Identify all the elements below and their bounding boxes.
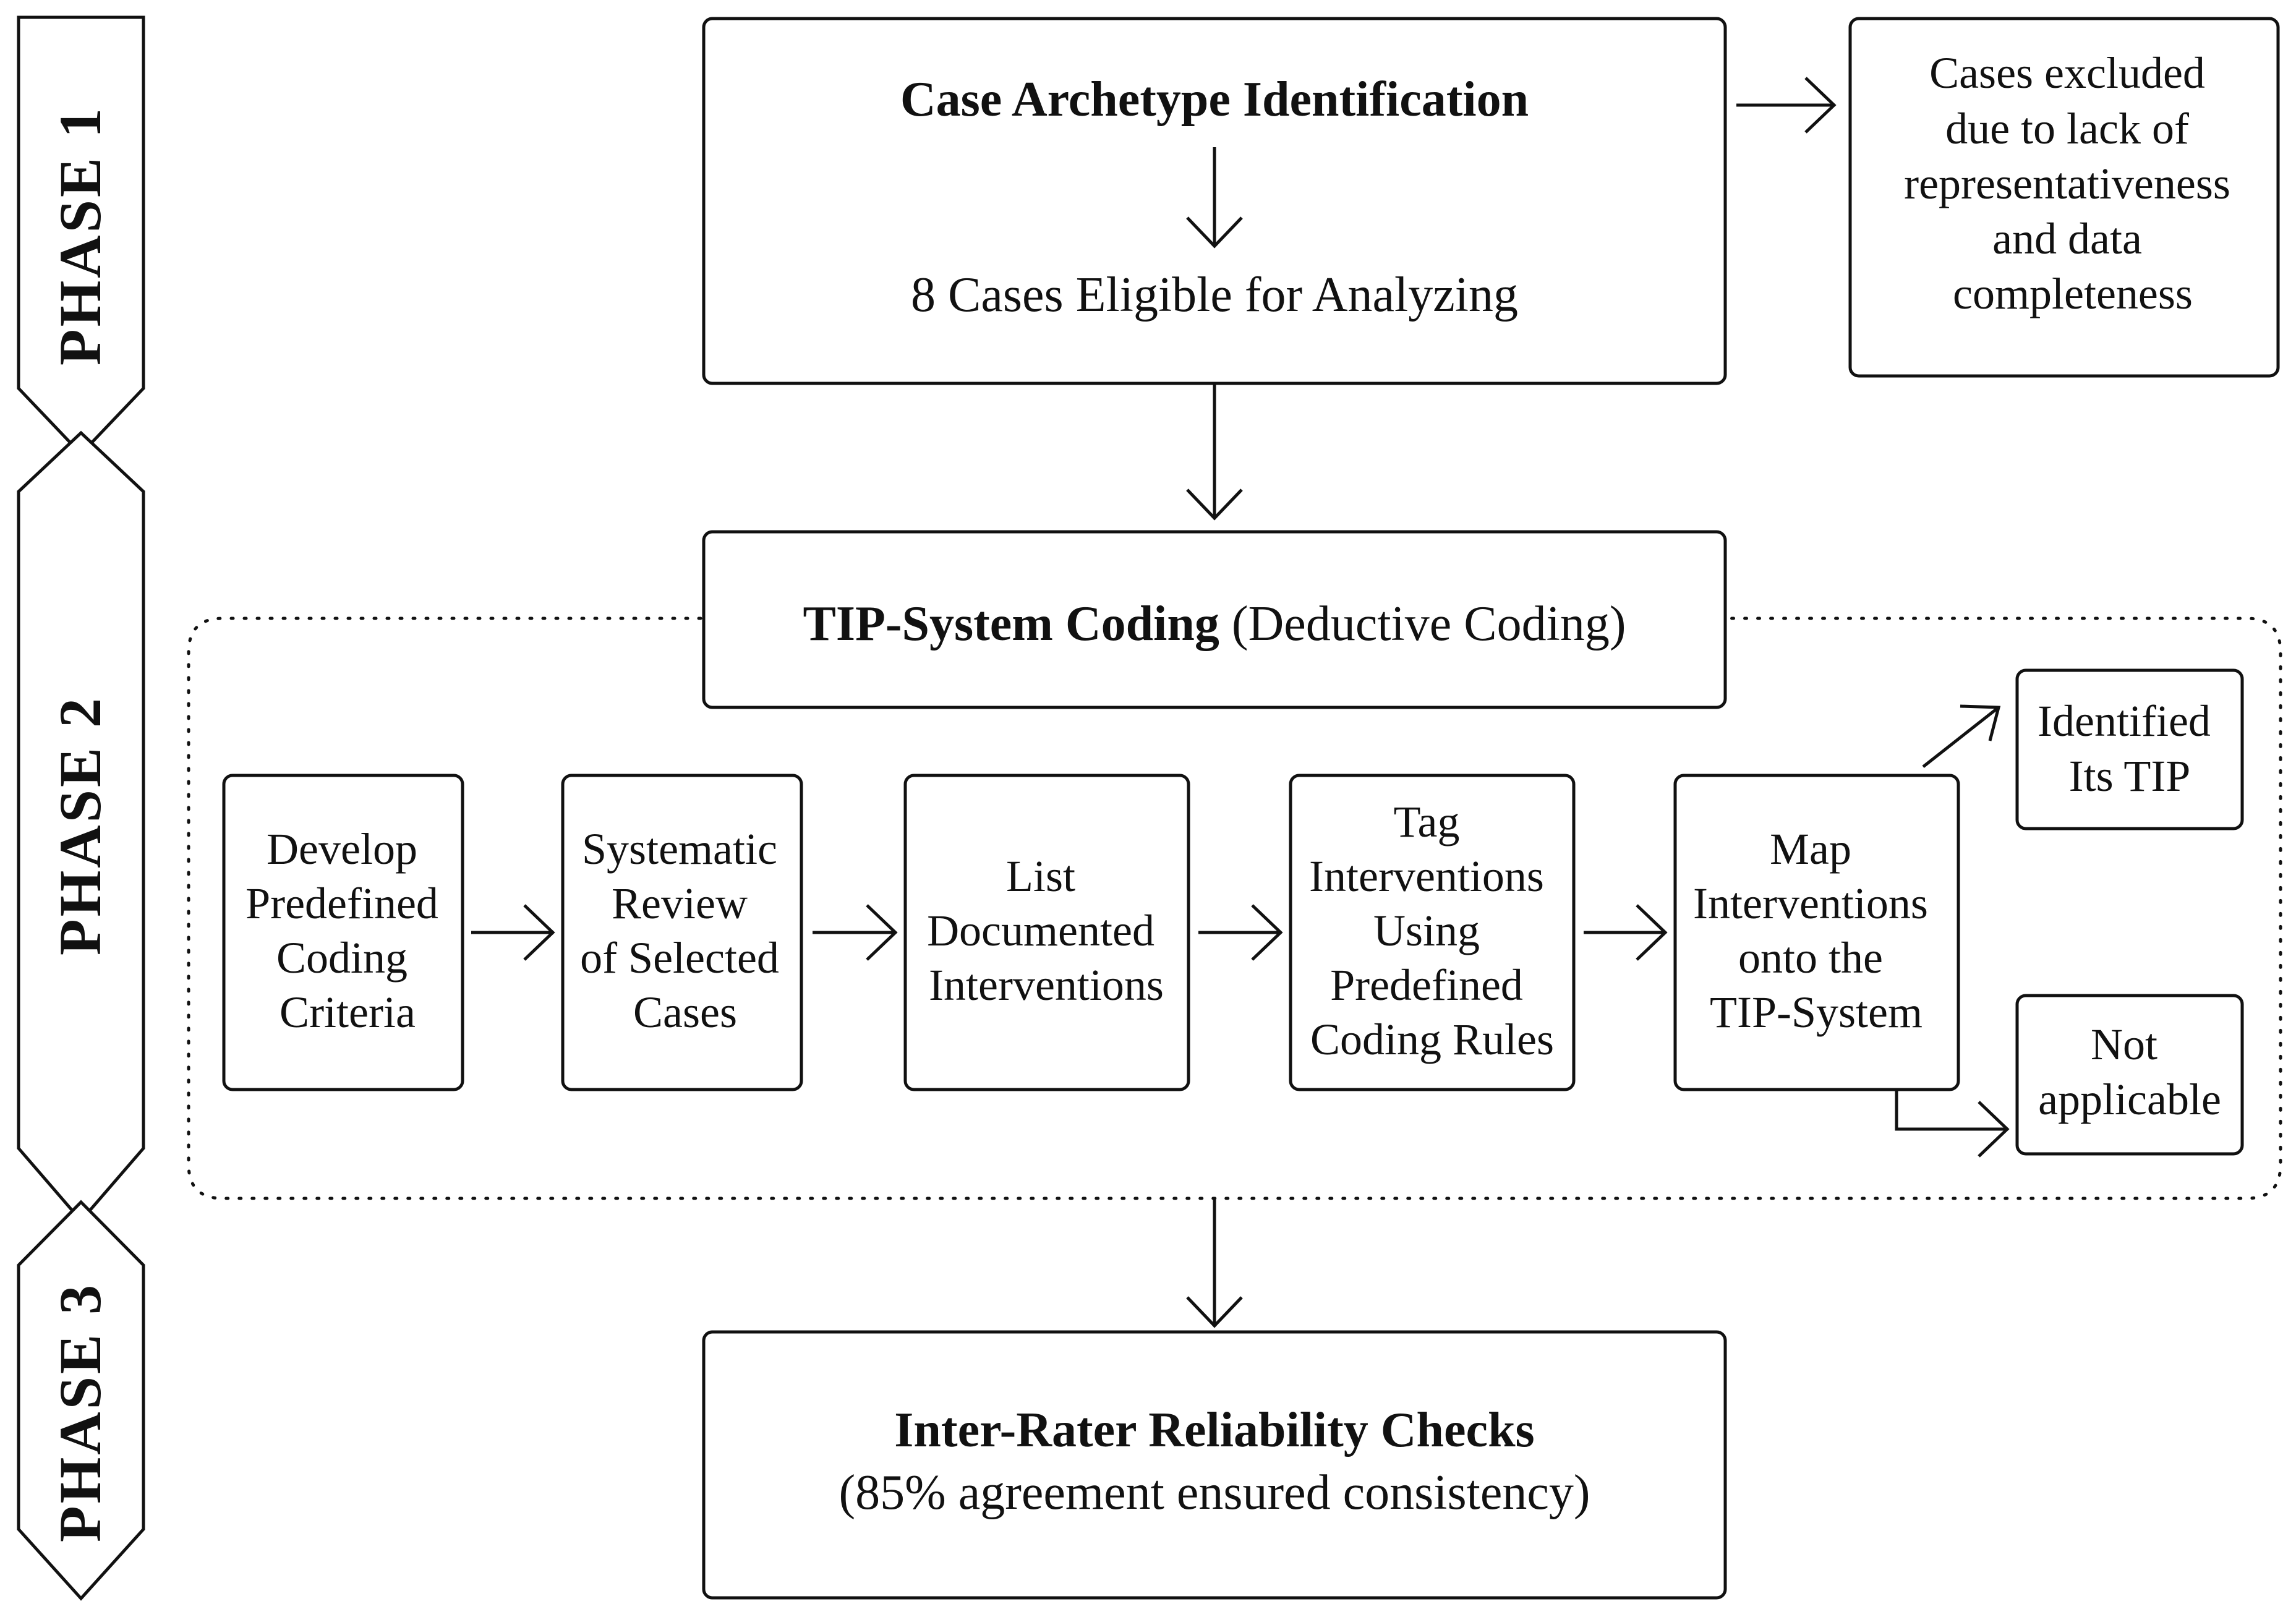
arrow-step4-to-step5 bbox=[1584, 904, 1668, 961]
not-applicable-box bbox=[2015, 994, 2244, 1156]
tip-coding-box bbox=[702, 530, 1727, 709]
step-4-line-3: Using bbox=[1373, 906, 1480, 955]
excluded-line-2: due to lack of bbox=[1945, 104, 2189, 153]
arrow-phase2-to-phase3 bbox=[1186, 1198, 1243, 1328]
arrow-phase1-to-phase2 bbox=[1186, 383, 1243, 521]
tip-coding-title: TIP-System Coding (Deductive Coding) bbox=[803, 597, 1626, 651]
step-develop-criteria-box bbox=[222, 774, 464, 1091]
step-map-interventions-box bbox=[1673, 774, 1960, 1091]
identified-line-1: Identified bbox=[2038, 696, 2211, 746]
step-4-line-4: Predefined bbox=[1330, 960, 1523, 1010]
step-map-interventions-text: Map Interventions onto the TIP-System bbox=[1693, 824, 1939, 1037]
phase-2-label: PHASE 2 bbox=[47, 696, 113, 955]
excluded-line-1: Cases excluded bbox=[1929, 48, 2205, 98]
arrow-step3-to-step4 bbox=[1198, 904, 1283, 961]
inter-rater-title: Inter-Rater Reliability Checks bbox=[894, 1403, 1534, 1457]
step-3-line-2: Documented bbox=[927, 906, 1154, 955]
not-applicable-text: Not applicable bbox=[2038, 1020, 2221, 1124]
phase-2-chevron: PHASE 2 bbox=[17, 430, 145, 1223]
excluded-line-4: and data bbox=[1992, 214, 2142, 263]
step-tag-interventions-text: Tag Interventions Using Predefined Codin… bbox=[1309, 797, 1555, 1064]
step-1-line-4: Criteria bbox=[280, 988, 416, 1037]
phase-1-label: PHASE 1 bbox=[47, 106, 113, 365]
excluded-cases-box bbox=[1848, 17, 2280, 378]
step-2-line-2: Review bbox=[612, 879, 748, 928]
identified-tip-text: Identified Its TIP bbox=[2038, 696, 2222, 801]
step-5-line-3: onto the bbox=[1738, 933, 1883, 983]
step-systematic-review-text: Systematic Review of Selected Cases bbox=[580, 824, 790, 1037]
step-3-line-1: List bbox=[1006, 851, 1075, 901]
inter-rater-subtitle: (85% agreement ensured consistency) bbox=[839, 1466, 1590, 1520]
identified-line-2: Its TIP bbox=[2069, 751, 2191, 801]
arrow-step1-to-step2 bbox=[471, 904, 555, 961]
step-2-line-4: Cases bbox=[633, 988, 737, 1037]
step-1-line-2: Predefined bbox=[245, 879, 438, 928]
step-1-line-3: Coding bbox=[276, 933, 408, 983]
step-list-interventions-text: List Documented Interventions bbox=[927, 851, 1166, 1010]
excluded-cases-text: Cases excluded due to lack of representa… bbox=[1904, 48, 2242, 318]
step-systematic-review-box bbox=[561, 774, 803, 1091]
inter-rater-box bbox=[702, 1330, 1727, 1600]
step-1-line-1: Develop bbox=[267, 824, 417, 874]
phase-1-chevron: PHASE 1 bbox=[17, 15, 145, 456]
step-2-line-1: Systematic bbox=[582, 824, 777, 874]
arrow-title-to-eligible bbox=[1186, 147, 1243, 249]
arrow-to-excluded bbox=[1736, 77, 1837, 134]
not-applicable-line-1: Not bbox=[2091, 1020, 2157, 1069]
step-2-line-3: of Selected bbox=[580, 933, 779, 983]
tip-coding-rest: (Deductive Coding) bbox=[1219, 597, 1626, 651]
step-4-line-5: Coding Rules bbox=[1310, 1015, 1554, 1064]
eligible-cases-text: 8 Cases Eligible for Analyzing bbox=[911, 268, 1518, 322]
phase-3-chevron: PHASE 3 bbox=[17, 1200, 145, 1601]
phase-3-label: PHASE 3 bbox=[47, 1282, 113, 1542]
arrow-step2-to-step3 bbox=[813, 904, 898, 961]
excluded-line-5: completeness bbox=[1953, 269, 2193, 318]
case-archetype-title: Case Archetype Identification bbox=[900, 72, 1529, 127]
identified-tip-box bbox=[2015, 668, 2244, 830]
step-4-line-2: Interventions bbox=[1309, 851, 1544, 901]
step-4-line-1: Tag bbox=[1394, 797, 1460, 847]
step-list-interventions-box bbox=[903, 774, 1190, 1091]
step-tag-interventions-box bbox=[1289, 774, 1576, 1091]
step-5-line-4: TIP-System bbox=[1710, 988, 1923, 1037]
step-develop-criteria-text: Develop Predefined Coding Criteria bbox=[245, 824, 450, 1037]
arrow-to-not-applicable bbox=[1895, 1090, 2010, 1158]
arrow-to-identified bbox=[1922, 704, 2001, 768]
not-applicable-line-2: applicable bbox=[2038, 1075, 2221, 1124]
step-3-line-3: Interventions bbox=[929, 960, 1164, 1010]
tip-coding-bold: TIP-System Coding bbox=[803, 597, 1219, 651]
excluded-line-3: representativeness bbox=[1904, 159, 2230, 208]
step-5-line-1: Map bbox=[1770, 824, 1851, 874]
step-5-line-2: Interventions bbox=[1693, 879, 1928, 928]
